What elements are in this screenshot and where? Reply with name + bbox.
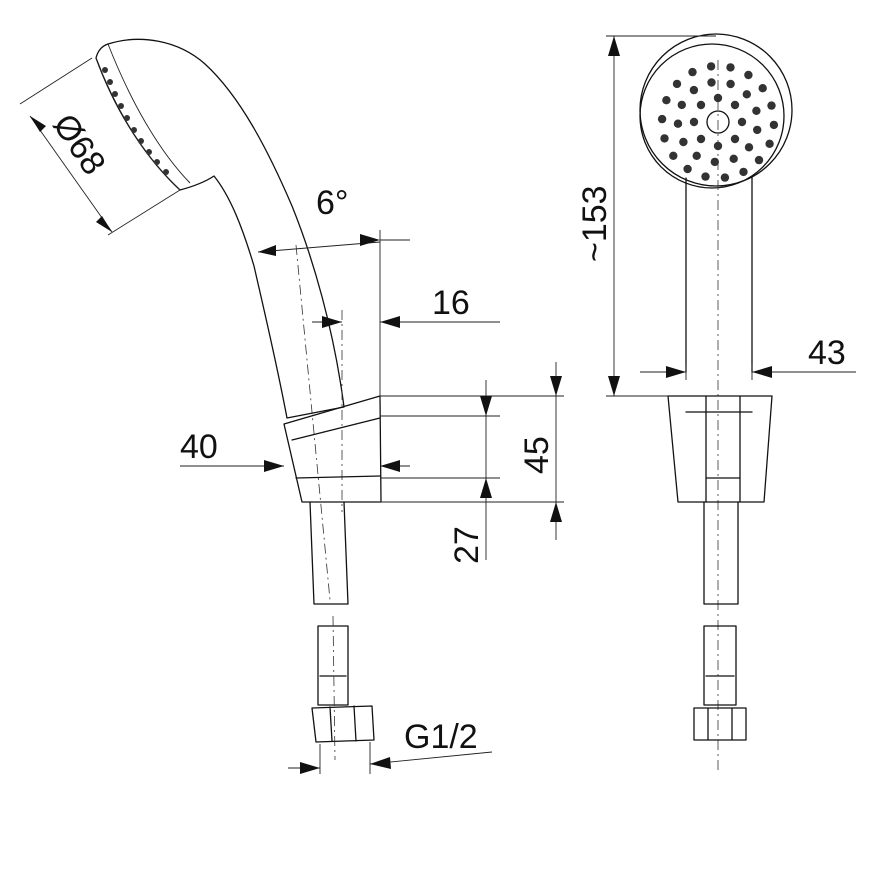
- nozzle: [737, 117, 747, 127]
- nozzle: [660, 134, 669, 143]
- nozzle: [696, 134, 706, 144]
- nozzle: [713, 93, 723, 103]
- nozzle: [726, 63, 735, 72]
- nozzle: [753, 125, 762, 135]
- nozzle: [720, 173, 730, 182]
- nozzle: [752, 106, 761, 116]
- nozzle: [662, 96, 671, 105]
- side-nozzle-row: [102, 67, 169, 175]
- nozzle: [765, 139, 774, 148]
- front-nut: [693, 707, 747, 741]
- front-holder-bracket: [667, 395, 773, 503]
- nozzle: [679, 137, 688, 147]
- dim-face-diameter: Ø68: [45, 107, 112, 182]
- side-centerline: [295, 244, 331, 601]
- nozzle: [729, 154, 738, 163]
- front-head-center: [706, 110, 730, 134]
- nozzle: [726, 79, 735, 89]
- nozzle: [683, 164, 692, 174]
- dim-holder-offset: 16: [432, 284, 470, 322]
- nozzle: [739, 167, 748, 177]
- front-hose: [703, 501, 739, 605]
- front-fitting: [703, 625, 737, 706]
- nozzle: [744, 70, 753, 80]
- front-view: [606, 33, 856, 770]
- nozzle: [769, 120, 779, 130]
- side-nut: [311, 705, 375, 743]
- nozzle: [677, 100, 686, 110]
- dim-wall-offset: 40: [180, 428, 218, 466]
- dim-holder-height: 45: [518, 436, 556, 474]
- front-head-inner: [639, 43, 785, 189]
- nozzle: [730, 134, 740, 144]
- dim-tilt-angle: 6°: [316, 184, 349, 222]
- nozzle: [767, 101, 776, 110]
- nozzle: [701, 172, 710, 181]
- nozzle: [710, 157, 719, 167]
- nozzle: [707, 78, 716, 87]
- front-handle: [685, 175, 753, 413]
- side-holder-bracket: [283, 395, 382, 503]
- dim-holder-lower: 27: [448, 526, 486, 564]
- side-face-band: [95, 43, 191, 191]
- side-head-outline: [95, 38, 345, 419]
- nozzle: [688, 67, 697, 77]
- nozzle: [692, 151, 701, 160]
- nozzle: [754, 155, 764, 165]
- nozzle: [657, 114, 667, 124]
- nozzle: [673, 119, 683, 128]
- nozzle: [706, 62, 716, 71]
- nozzle: [689, 85, 699, 95]
- nozzle: [689, 117, 699, 127]
- dim-length: ~153: [576, 185, 614, 262]
- dim-handle-width: 43: [808, 334, 846, 372]
- side-view: [19, 38, 564, 774]
- nozzle: [744, 143, 754, 152]
- nozzle: [730, 100, 740, 110]
- side-fitting: [317, 625, 349, 706]
- nozzle: [672, 79, 682, 89]
- shower-nozzle-icon: [657, 62, 779, 182]
- nozzle: [696, 100, 706, 110]
- nozzle: [742, 90, 751, 99]
- nozzle: [758, 84, 767, 93]
- dim-thread: G1/2: [404, 718, 478, 756]
- nozzle: [669, 151, 678, 160]
- side-hose: [309, 501, 349, 605]
